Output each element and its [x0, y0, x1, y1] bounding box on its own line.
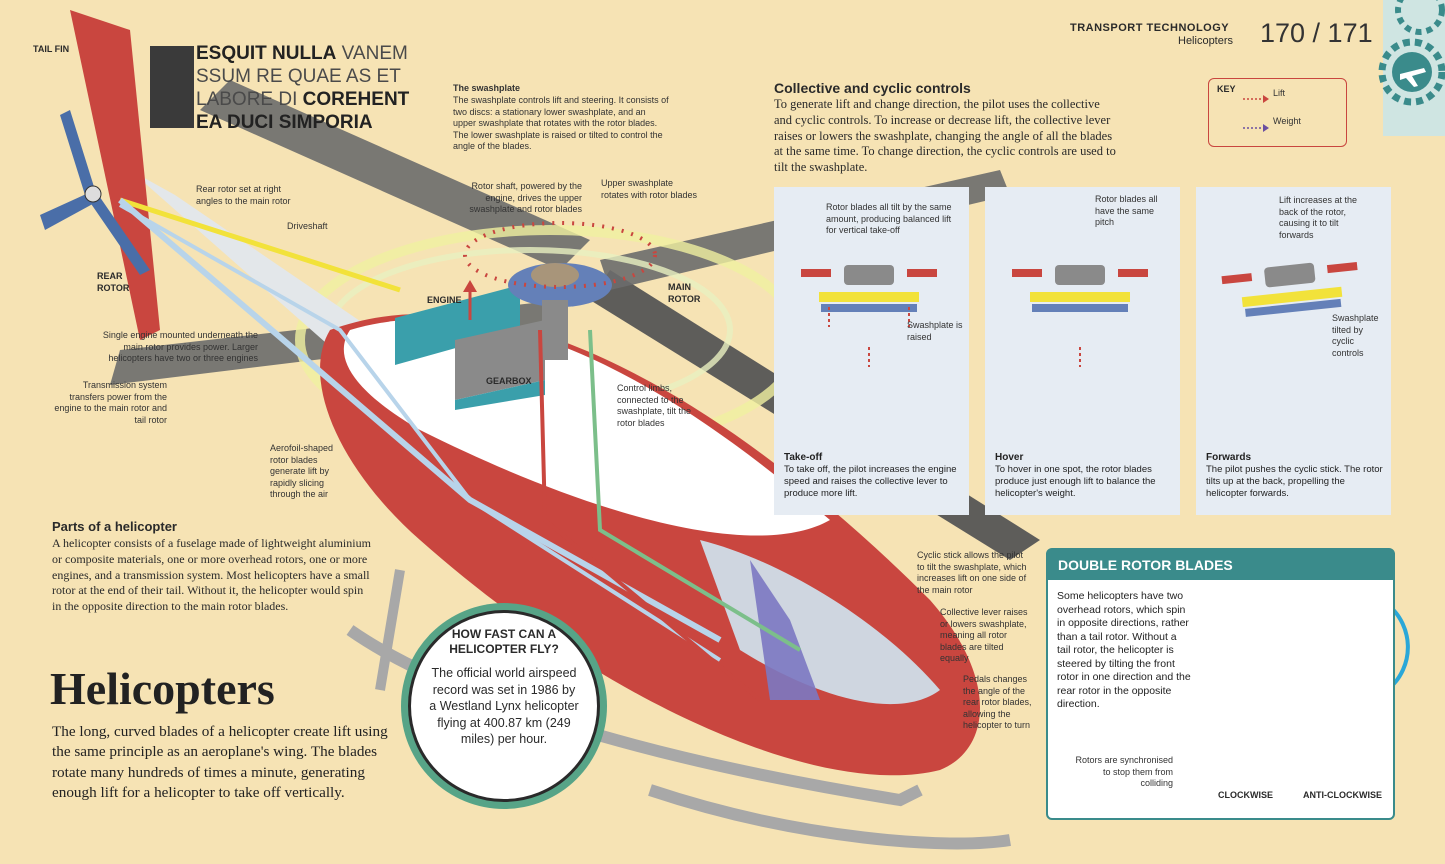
collective-lever-note: Collective lever raises or lowers swashp…	[940, 607, 1028, 663]
clockwise-label: CLOCKWISE	[1218, 790, 1273, 800]
transmission-note: Transmission system transfers power from…	[54, 380, 167, 425]
key-title: KEY	[1217, 84, 1236, 94]
sync-note: Rotors are synchronised to stop them fro…	[1075, 755, 1173, 788]
control-limbs-note: Control limbs, connected to the swashpla…	[617, 383, 692, 428]
panel-forwards: Lift increases at the back of the rotor,…	[1196, 187, 1391, 515]
fact-line2: SSUM RE QUAE AS ET	[196, 66, 401, 87]
panel-forwards-note2: Swashplate tilted by cyclic controls	[1332, 313, 1379, 358]
section-title: TRANSPORT TECHNOLOGY	[1070, 22, 1230, 34]
controls-text: To generate lift and change direction, t…	[774, 97, 1116, 175]
fact-line3-bold: COREHENT	[302, 89, 410, 110]
fact-line3-rest: LABORE DI	[196, 89, 303, 110]
fact-line1-rest: VANEM	[336, 43, 408, 64]
single-engine-note: Single engine mounted underneath the mai…	[102, 330, 258, 363]
aerofoil-note: Aerofoil-shaped rotor blades generate li…	[270, 443, 334, 499]
key-weight: Weight	[1273, 116, 1301, 126]
fingerprint-icon	[150, 46, 194, 128]
driveshaft-note: Driveshaft	[287, 221, 328, 231]
intro-text: The long, curved blades of a helicopter …	[52, 723, 388, 801]
panel-takeoff-text: To take off, the pilot increases the eng…	[784, 464, 957, 499]
fact-line4: EA DUCI SIMPORIA	[196, 112, 373, 133]
upper-swashplate-note: Upper swashplate rotates with rotor blad…	[601, 178, 698, 200]
page-title: Helicopters	[50, 663, 275, 714]
speed-callout: HOW FAST CAN A HELICOPTER FLY? The offic…	[408, 610, 600, 802]
page-numbers: 170 / 171	[1260, 18, 1373, 48]
rear-rotor-note: Rear rotor set at right angles to the ma…	[196, 184, 291, 206]
fact-box: ESQUIT NULLA VANEM SSUM RE QUAE AS ET LA…	[196, 42, 409, 134]
panel-forwards-note: Lift increases at the back of the rotor,…	[1279, 195, 1358, 240]
rear-rotor-blades	[40, 110, 150, 275]
engine-label: ENGINE	[427, 295, 462, 305]
double-rotor-title: DOUBLE ROTOR BLADES	[1048, 550, 1393, 580]
panel-forwards-text: The pilot pushes the cyclic stick. The r…	[1206, 464, 1383, 499]
cyclic-stick-note: Cyclic stick allows the pilot to tilt th…	[917, 550, 1027, 595]
panel-takeoff-note: Rotor blades all tilt by the same amount…	[826, 202, 952, 235]
rear-rotor-label: REAR ROTOR	[97, 271, 130, 293]
panel-hover-title: Hover	[995, 452, 1024, 463]
swashplate-title: The swashplate	[453, 83, 521, 93]
panel-takeoff-title: Take-off	[784, 452, 823, 463]
rotor-shaft-note: Rotor shaft, powered by the engine, driv…	[469, 181, 582, 214]
tail-fin-label: TAIL FIN	[33, 44, 70, 54]
main-rotor-label: MAIN ROTOR	[668, 282, 701, 304]
panel-takeoff-note2: Swashplate is raised	[907, 320, 963, 342]
speed-title: HOW FAST CAN A HELICOPTER FLY?	[449, 627, 559, 656]
parts-title: Parts of a helicopter	[52, 519, 177, 534]
panel-hover-note: Rotor blades all have the same pitch	[1095, 194, 1158, 227]
legend-key: KEY Lift Weight	[1208, 78, 1347, 147]
panel-takeoff: Rotor blades all tilt by the same amount…	[774, 187, 969, 515]
speed-text: The official world airspeed record was s…	[429, 666, 579, 746]
double-rotor-box: DOUBLE ROTOR BLADES Some helicopters hav…	[1046, 548, 1395, 820]
parts-text: A helicopter consists of a fuselage made…	[52, 536, 371, 614]
pedals-note: Pedals changes the angle of the rear rot…	[963, 674, 1032, 730]
panel-forwards-title: Forwards	[1206, 452, 1252, 463]
panel-hover: Rotor blades all have the same pitch Hov…	[985, 187, 1180, 515]
gearbox-label: GEARBOX	[486, 376, 532, 386]
fact-line1-bold: ESQUIT NULLA	[196, 43, 337, 64]
swashplate-text: The swashplate controls lift and steerin…	[453, 95, 669, 151]
panel-hover-text: To hover in one spot, the rotor blades p…	[995, 464, 1156, 499]
subsection-title: Helicopters	[1178, 35, 1234, 47]
controls-title: Collective and cyclic controls	[774, 80, 971, 96]
key-lift: Lift	[1273, 88, 1286, 98]
anticlockwise-label: ANTI-CLOCKWISE	[1303, 790, 1382, 800]
double-rotor-text: Some helicopters have two overhead rotor…	[1057, 590, 1191, 710]
gear-icon	[1395, 0, 1445, 35]
